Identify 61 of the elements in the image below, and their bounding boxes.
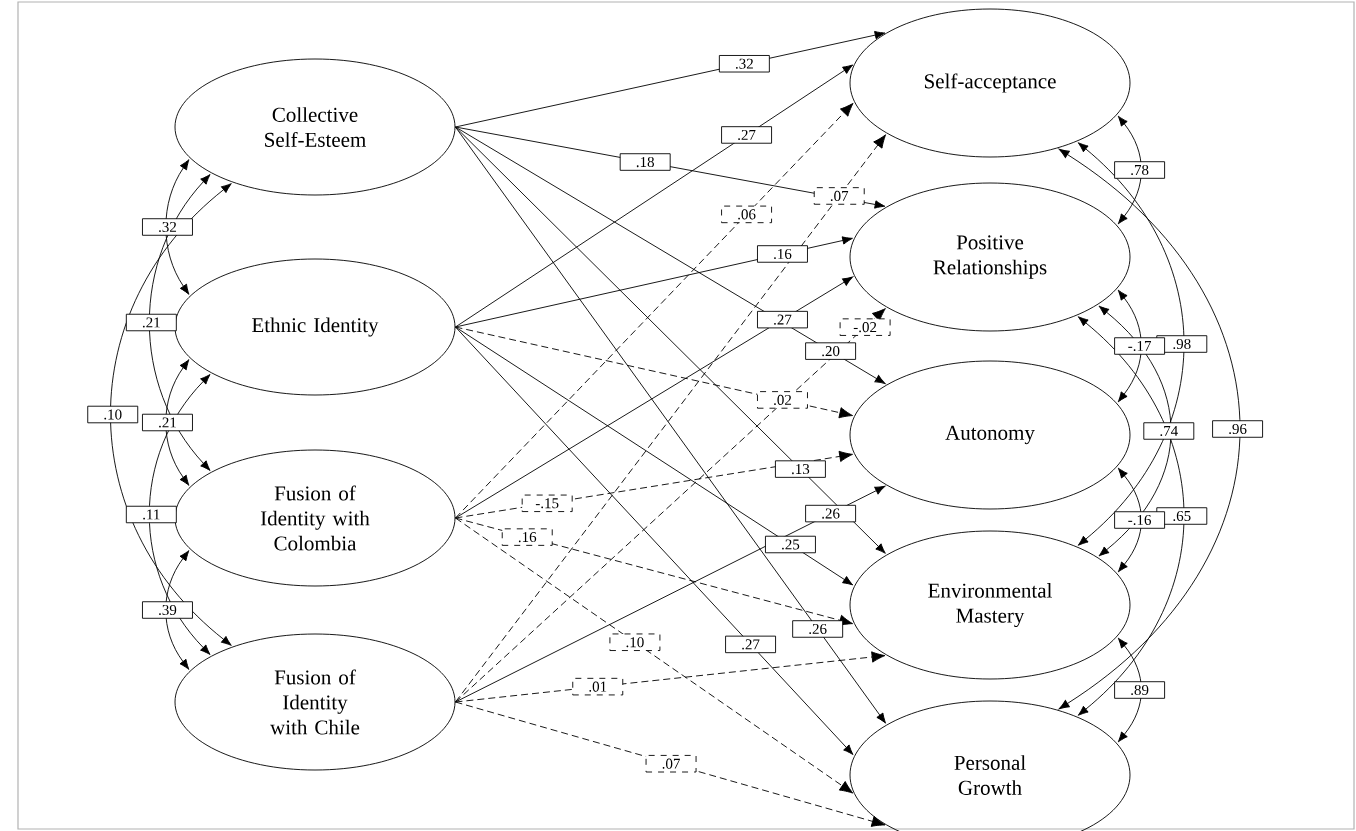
edge-label: .89 <box>1114 681 1166 699</box>
edge-label: .32 <box>718 55 770 73</box>
edge-label: .74 <box>1143 422 1195 440</box>
edge-label: .16 <box>501 528 553 546</box>
edge-label: .27 <box>725 635 777 654</box>
edge-label: .39 <box>142 601 193 619</box>
covariance-arrow <box>148 374 211 655</box>
edge-label: .18 <box>619 153 671 171</box>
edge-label: .27 <box>757 310 808 329</box>
path-arrow <box>455 517 854 794</box>
edge-label: .32 <box>142 218 193 236</box>
edge-label: -.02 <box>839 318 891 336</box>
edge-label: .26 <box>792 620 844 638</box>
covariance-arrow <box>165 359 190 486</box>
path-arrow <box>455 326 853 419</box>
edge-label: .21 <box>142 413 193 432</box>
edge-label: -.15 <box>521 494 573 512</box>
edge-label: .96 <box>1212 420 1264 438</box>
covariance-arrow <box>1117 115 1142 225</box>
covariance-arrow <box>1117 289 1142 403</box>
path-arrow <box>455 651 886 703</box>
path-arrow <box>455 450 853 519</box>
edge-label: .21 <box>125 313 177 332</box>
edge-label: .13 <box>774 460 826 478</box>
path-arrow <box>455 31 886 128</box>
path-arrow <box>455 517 853 626</box>
edge-label: .10 <box>87 405 139 424</box>
edge-label: -.16 <box>1114 511 1166 529</box>
edge-label: .78 <box>1114 161 1166 179</box>
edge-label: .16 <box>757 245 808 263</box>
path-arrow <box>455 236 853 328</box>
covariance-arrow <box>1117 637 1142 743</box>
path-arrow <box>455 308 886 703</box>
edge-label: .20 <box>805 342 857 360</box>
covariance-arrow <box>148 174 211 471</box>
covariance-arrow <box>1058 148 1241 710</box>
edge-label: .26 <box>805 504 857 523</box>
path-arrow <box>455 485 886 703</box>
covariance-arrow <box>1077 142 1185 546</box>
path-arrow <box>455 276 854 519</box>
edge-label: .07 <box>645 754 697 773</box>
path-arrow <box>455 102 854 519</box>
edge-label: .07 <box>813 187 865 205</box>
path-arrow <box>455 64 854 328</box>
edge-label: .06 <box>721 205 773 224</box>
edge-label: .01 <box>572 677 624 696</box>
edge-label: .11 <box>125 505 177 524</box>
path-arrow <box>455 126 886 554</box>
covariance-arrow <box>1077 316 1185 716</box>
edge-label: -.17 <box>1114 337 1166 355</box>
edge-label: .27 <box>721 126 773 144</box>
edge-label: .02 <box>757 391 808 409</box>
covariance-arrow <box>110 183 232 646</box>
path-arrow <box>455 326 854 586</box>
covariance-arrow <box>165 159 190 295</box>
edge-label: .10 <box>609 633 661 651</box>
path-arrow <box>455 126 886 385</box>
covariance-arrow <box>165 550 190 670</box>
edge-label: .25 <box>765 535 816 554</box>
path-arrow <box>455 326 854 756</box>
covariance-arrow <box>1117 467 1142 573</box>
